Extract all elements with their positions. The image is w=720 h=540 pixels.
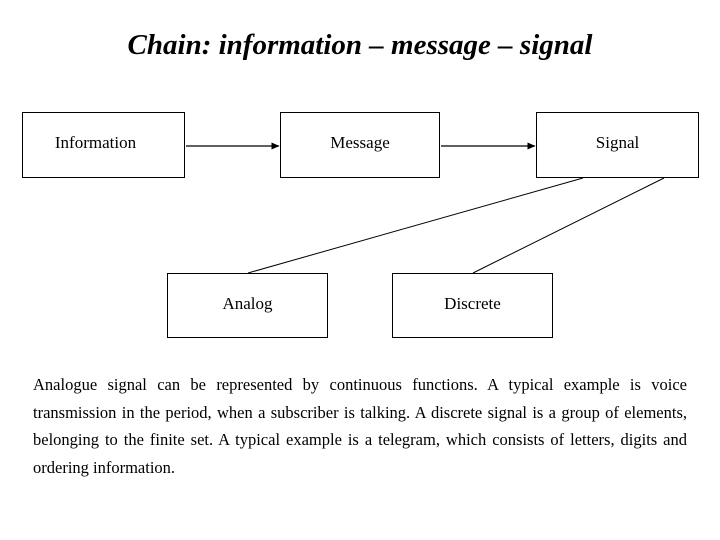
- diagram-node-label: Analog: [222, 293, 273, 313]
- flow-diagram: Information Message Signal Analog Discre…: [22, 112, 699, 338]
- connector-signal-to-discrete: [472, 177, 665, 274]
- diagram-node-message[interactable]: Message: [280, 112, 440, 178]
- diagram-node-discrete[interactable]: Discrete: [392, 273, 553, 338]
- diagram-node-label: Information: [54, 133, 137, 152]
- page-title: Chain: information – message – signal: [127, 29, 593, 61]
- diagram-node-label: Discrete: [444, 293, 501, 313]
- diagram-node-signal[interactable]: Signal: [536, 112, 699, 178]
- diagram-node-analog[interactable]: Analog: [167, 273, 328, 338]
- diagram-node-label: Message: [330, 133, 390, 152]
- diagram-node-label: Signal: [595, 133, 640, 152]
- connector-signal-to-analog: [247, 177, 584, 274]
- diagram-node-information[interactable]: Information: [22, 112, 185, 178]
- diagram-connectors: [186, 142, 665, 274]
- body-paragraph: Analogue signal can be represented by co…: [33, 375, 687, 477]
